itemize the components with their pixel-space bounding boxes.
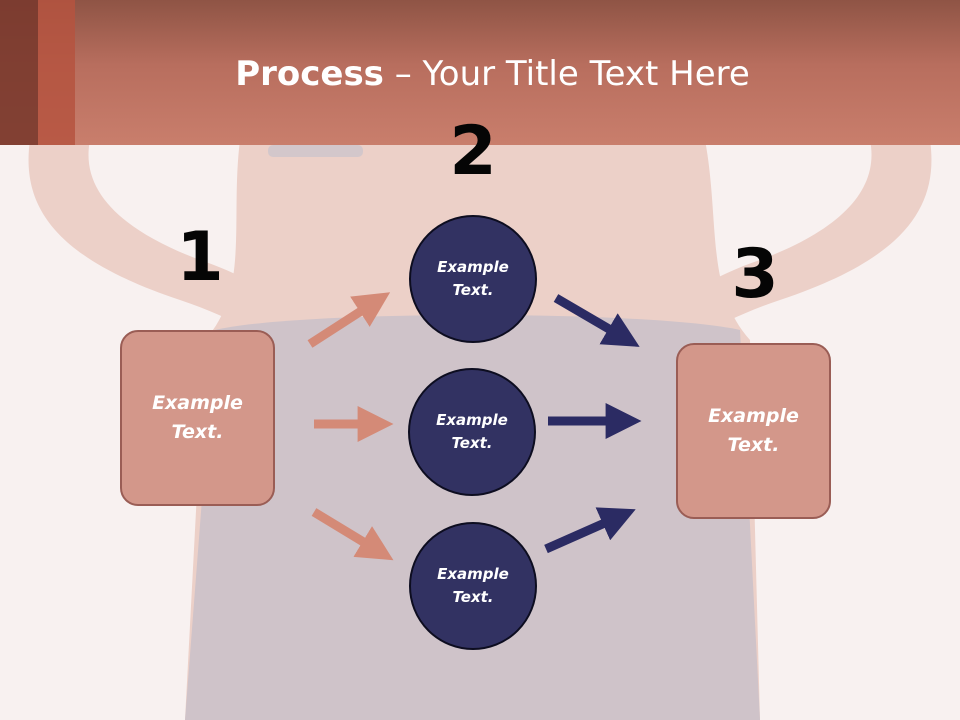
left-box: Example Text. — [120, 330, 275, 506]
arrow-right-bottom — [544, 507, 636, 554]
slide-title: Process – Your Title Text Here — [0, 50, 960, 98]
arrow-right-top — [553, 294, 640, 347]
title-rest: – Your Title Text Here — [383, 54, 750, 94]
circle-middle-text: Example Text. — [436, 411, 508, 452]
header-stripe — [38, 0, 75, 145]
circle-middle: Example Text. — [408, 368, 536, 496]
circle-bottom-text: Example Text. — [437, 565, 509, 606]
title-bar — [0, 0, 960, 145]
title-bold: Process — [235, 54, 384, 94]
circle-top-text: Example Text. — [437, 258, 509, 299]
left-box-text: Example Text. — [152, 392, 243, 443]
right-box-text: Example Text. — [708, 405, 799, 456]
circle-bottom: Example Text. — [409, 522, 537, 650]
arrow-left-top — [307, 292, 391, 348]
circle-top: Example Text. — [409, 215, 537, 343]
step-number-3: 3 — [731, 235, 779, 314]
step-number-2: 2 — [449, 112, 497, 191]
step-number-1: 1 — [176, 218, 224, 297]
header-stripe — [0, 0, 38, 145]
right-box: Example Text. — [676, 343, 831, 519]
arrow-left-bottom — [311, 508, 394, 561]
